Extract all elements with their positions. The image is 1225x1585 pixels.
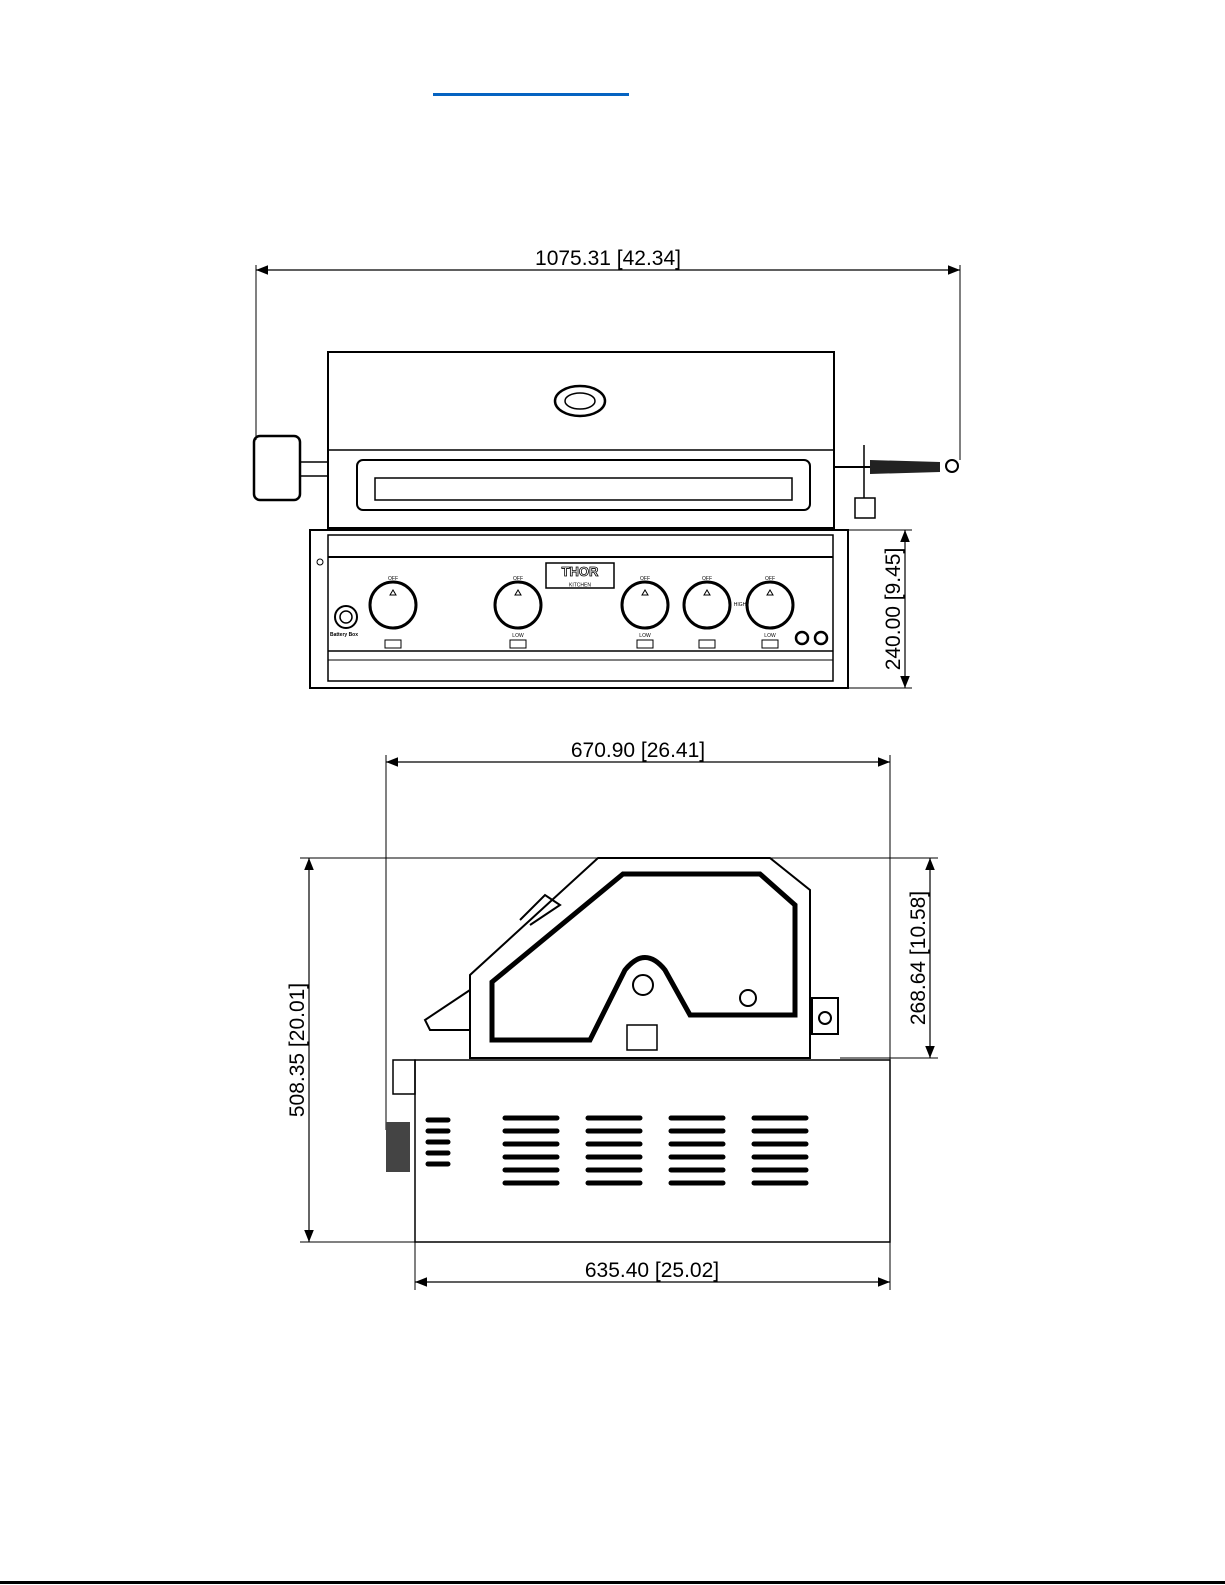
- front-view: 1075.31 [42.34] THOR KITCHEN Battery Box…: [252, 247, 961, 689]
- grill-lid: [327, 351, 835, 529]
- brand-name: THOR: [562, 564, 599, 579]
- page-bottom-rule: [0, 1581, 1225, 1584]
- brand-logo: [545, 562, 615, 589]
- svg-text:OFF: OFF: [702, 576, 712, 582]
- battery-box-label: Battery Box: [330, 632, 358, 638]
- svg-text:LOW: LOW: [639, 633, 651, 639]
- thermometer-icon: [553, 384, 607, 418]
- vent-slots: [425, 1115, 809, 1186]
- control-panel: [309, 529, 849, 689]
- knob-1: OFF: [368, 576, 418, 649]
- overall-width-label: 1075.31 [42.34]: [535, 247, 681, 270]
- knob-3: OFF LOW: [620, 576, 670, 649]
- svg-text:OFF: OFF: [388, 576, 398, 582]
- side-view: 670.90 [26.41] 508.35 [20.01] 268.64 [10…: [286, 739, 938, 1290]
- gas-connector: [386, 1122, 410, 1172]
- lid-height-label: 268.64 [10.58]: [907, 891, 930, 1025]
- rotisserie-handle: [870, 460, 940, 474]
- hyperlink-underline[interactable]: [433, 93, 629, 96]
- knob-2: OFF LOW: [493, 576, 543, 649]
- knob-4: OFF: [682, 576, 732, 649]
- svg-text:LOW: LOW: [764, 633, 776, 639]
- rotisserie-motor: [252, 434, 302, 502]
- grill-base: [414, 1059, 891, 1243]
- lid-profile: [469, 857, 811, 1059]
- lid-depth-label: 670.90 [26.41]: [571, 739, 705, 762]
- svg-text:LOW: LOW: [512, 633, 524, 639]
- brand-sub: KITCHEN: [569, 583, 591, 589]
- battery-box-button: [334, 605, 358, 629]
- control-height-label: 240.00 [9.45]: [882, 548, 905, 671]
- overall-height-label: 508.35 [20.01]: [286, 983, 309, 1117]
- base-depth-label: 635.40 [25.02]: [585, 1259, 719, 1282]
- knob-5: OFF LOW HIGH: [734, 576, 795, 649]
- svg-text:OFF: OFF: [513, 576, 523, 582]
- svg-text:OFF: OFF: [765, 576, 775, 582]
- lid-handle: [356, 459, 811, 511]
- svg-text:OFF: OFF: [640, 576, 650, 582]
- svg-text:HIGH: HIGH: [734, 602, 747, 608]
